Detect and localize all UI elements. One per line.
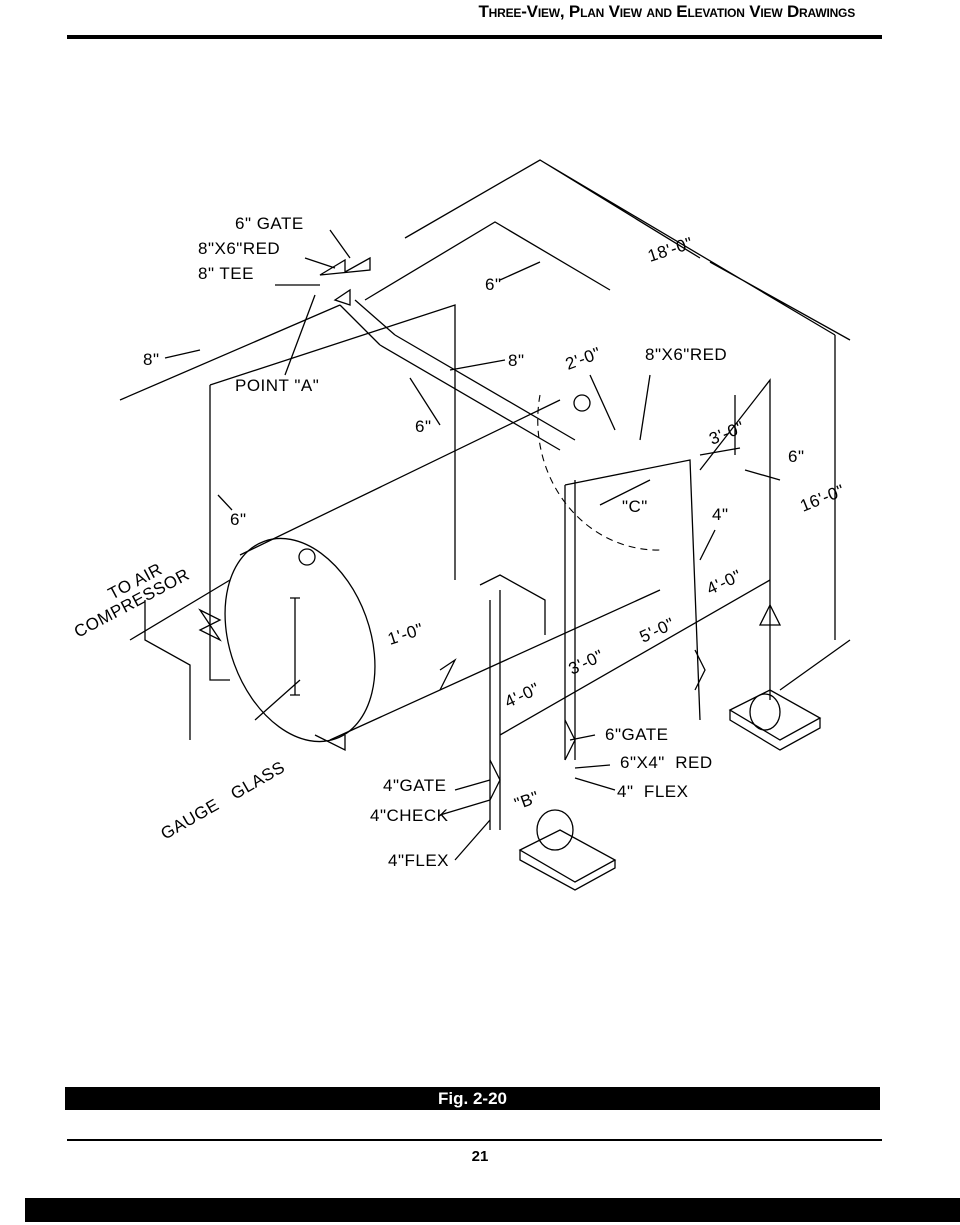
header-rule xyxy=(67,35,882,39)
label-dim-1ft: 1'-0" xyxy=(385,619,425,648)
label-dim-2ft: 2'-0" xyxy=(563,343,604,373)
label-4in: 4" xyxy=(712,505,729,524)
label-8x6-reducer-top: 8"X6"RED xyxy=(198,239,280,258)
label-glass: GLASS xyxy=(228,757,289,803)
bottom-bar xyxy=(25,1198,960,1222)
page-header-title: Three-View, Plan View and Elevation View… xyxy=(478,2,856,21)
label-6in-top: 6" xyxy=(485,275,502,294)
isometric-piping-drawing: 6" GATE 8"X6"RED 8" TEE 8" POINT "A" 6" … xyxy=(71,159,851,891)
drawing-lines xyxy=(119,159,851,891)
label-6x4-reducer: 6"X4" RED xyxy=(620,753,713,772)
label-8in-mid: 8" xyxy=(508,351,525,370)
page-number: 21 xyxy=(471,1148,489,1165)
label-6in-left: 6" xyxy=(230,510,247,529)
label-4in-flex-right: 4" FLEX xyxy=(617,782,688,801)
label-point-c: "C" xyxy=(622,497,648,516)
drawing-labels: 6" GATE 8"X6"RED 8" TEE 8" POINT "A" 6" … xyxy=(71,214,847,870)
label-6in-gate-bottom: 6"GATE xyxy=(605,725,669,744)
figure-caption: Fig. 2-20 xyxy=(65,1087,880,1110)
label-4in-flex-left: 4"FLEX xyxy=(388,851,449,870)
label-6in-gate: 6" GATE xyxy=(235,214,304,233)
label-8x6-reducer-right: 8"X6"RED xyxy=(645,345,727,364)
label-8in-tee: 8" TEE xyxy=(198,264,254,283)
label-point-a: POINT "A" xyxy=(235,376,319,395)
label-dim-4ft-right: 4'-0" xyxy=(704,566,745,599)
label-4in-check: 4"CHECK xyxy=(370,806,449,825)
label-6in-right: 6" xyxy=(788,447,805,466)
footer-rule xyxy=(67,1139,882,1141)
label-dim-18ft: 18'-0" xyxy=(645,233,695,265)
label-gauge: GAUGE xyxy=(158,795,223,843)
label-dim-16ft: 16'-0" xyxy=(797,481,847,516)
label-point-b: "B" xyxy=(512,787,542,813)
label-dim-5ft: 5'-0" xyxy=(637,614,678,647)
label-4in-gate: 4"GATE xyxy=(383,776,447,795)
label-dim-4ft-bottom: 4'-0" xyxy=(502,679,543,712)
label-8in-left: 8" xyxy=(143,350,160,369)
label-6in-mid: 6" xyxy=(415,417,432,436)
label-dim-3ft-bottom: 3'-0" xyxy=(566,646,607,679)
label-dim-3ft-top: 3'-0" xyxy=(706,417,747,448)
